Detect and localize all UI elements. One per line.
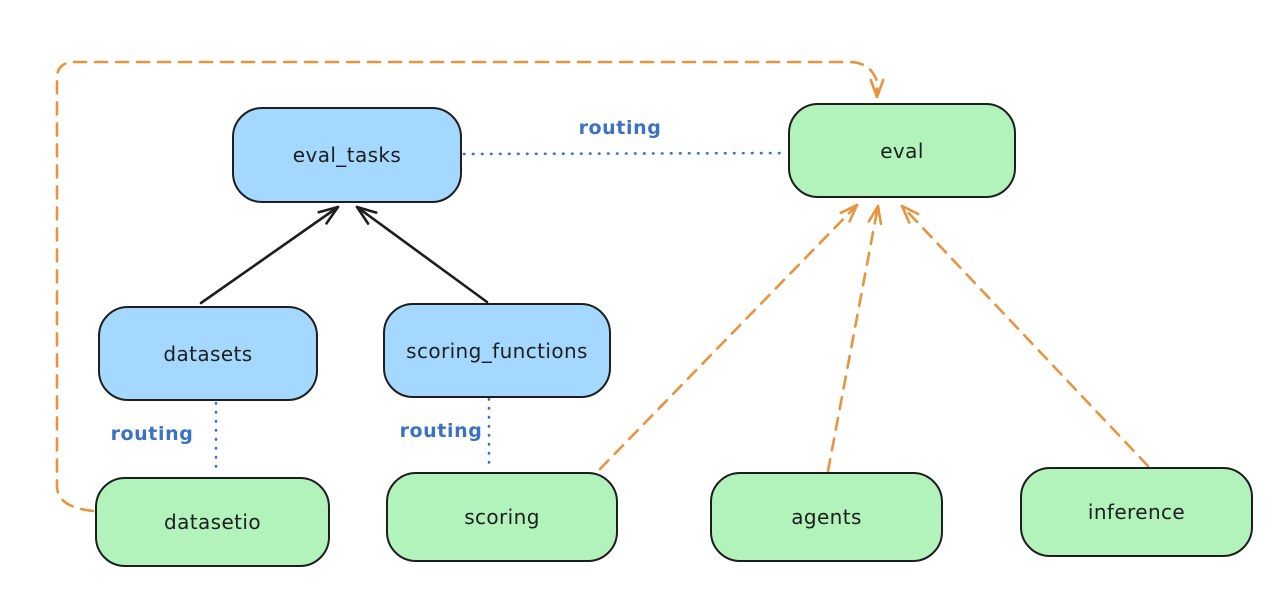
node-scoring_functions: scoring_functions (383, 303, 611, 398)
routing-label-datasets-datasetio: routing (110, 423, 194, 445)
edge-agents-to-eval (826, 204, 883, 473)
edge-scoring-to-eval (598, 203, 859, 471)
node-datasetio-label: datasetio (163, 510, 261, 534)
edge-datasets-to-eval_tasks (199, 205, 340, 305)
node-datasets: datasets (98, 306, 318, 401)
node-inference: inference (1020, 467, 1253, 557)
node-eval_tasks: eval_tasks (232, 107, 462, 203)
node-inference-label: inference (1087, 500, 1186, 524)
node-eval: eval (788, 103, 1016, 198)
node-agents: agents (710, 472, 943, 562)
node-scoring: scoring (386, 472, 618, 562)
node-eval-label: eval (880, 138, 924, 163)
node-scoring_functions-label: scoring_functions (406, 338, 588, 363)
node-datasets-label: datasets (163, 341, 253, 366)
routing-label-eval_tasks-eval: routing (578, 117, 662, 139)
edge-inference-to-eval (900, 204, 1150, 468)
routing-label-scoring_functions-scoring: routing (399, 420, 483, 442)
node-scoring-label: scoring (464, 505, 540, 529)
edge-eval_tasks-to-eval (462, 151, 788, 156)
node-datasetio: datasetio (95, 477, 330, 567)
node-eval_tasks-label: eval_tasks (292, 143, 402, 167)
edge-scoring_functions-to-eval_tasks (355, 205, 489, 304)
node-agents-label: agents (791, 505, 862, 529)
edge-datasetio-to-eval (55, 60, 885, 513)
